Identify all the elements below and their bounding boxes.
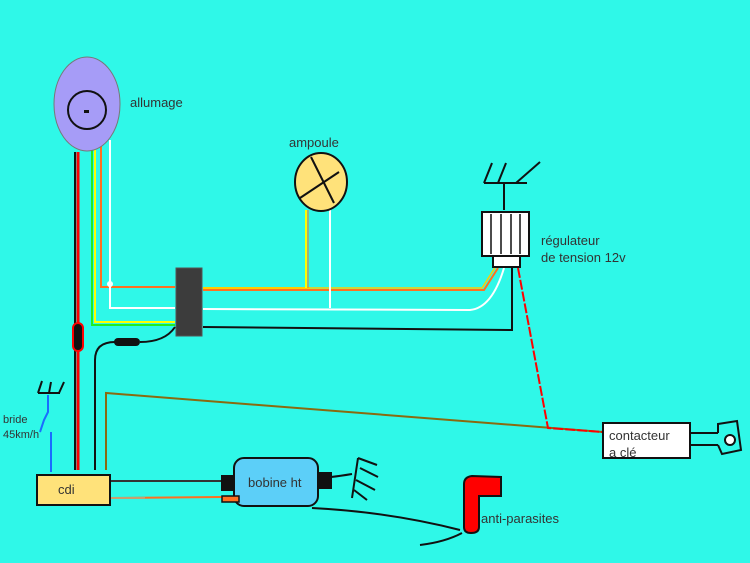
regulator-label-1: régulateur (541, 233, 600, 248)
restrictor-label-2: 45km/h (3, 429, 40, 441)
cdi-label: cdi (58, 482, 75, 497)
wire-bulb (305, 210, 331, 308)
key-switch-label-2: a clé (609, 445, 637, 457)
ignition-label: allumage (130, 95, 183, 110)
wire-black-cdi (94, 326, 176, 470)
regulator-label-2: de tension 12v (541, 250, 626, 265)
key-switch-label-1: contacteur (609, 428, 670, 443)
bulb (294, 152, 348, 212)
inline-connector-2 (114, 338, 140, 346)
wire-yellow-green (91, 145, 175, 326)
key-switch-label-clip: a clé (604, 444, 690, 457)
restrictor-label-1: bride (3, 414, 28, 426)
key-switch (602, 419, 743, 459)
inline-connector (72, 322, 84, 352)
ground-symbol-regulator (483, 161, 541, 210)
ground-symbol-coil (351, 457, 379, 501)
wire-blue-a (39, 395, 49, 433)
bulb-label: ampoule (289, 135, 339, 150)
wire-orange-top (100, 145, 499, 291)
spark-plug-cap (463, 474, 502, 535)
wire-white (107, 140, 505, 312)
wire-red-black (74, 152, 80, 470)
wire-ht-lead (311, 507, 461, 531)
spark-cap-label: anti-parasites (481, 511, 560, 526)
wire-brown (105, 391, 604, 470)
ignition-stator (53, 56, 121, 152)
coil-label: bobine ht (248, 475, 302, 490)
ignition-coil (221, 457, 332, 507)
wire-black-ground (202, 268, 513, 332)
voltage-regulator (481, 211, 530, 268)
ground-symbol-cdi (37, 380, 65, 394)
cdi-box (36, 474, 111, 506)
connector-block (175, 267, 203, 337)
wire-red-key (517, 267, 604, 433)
